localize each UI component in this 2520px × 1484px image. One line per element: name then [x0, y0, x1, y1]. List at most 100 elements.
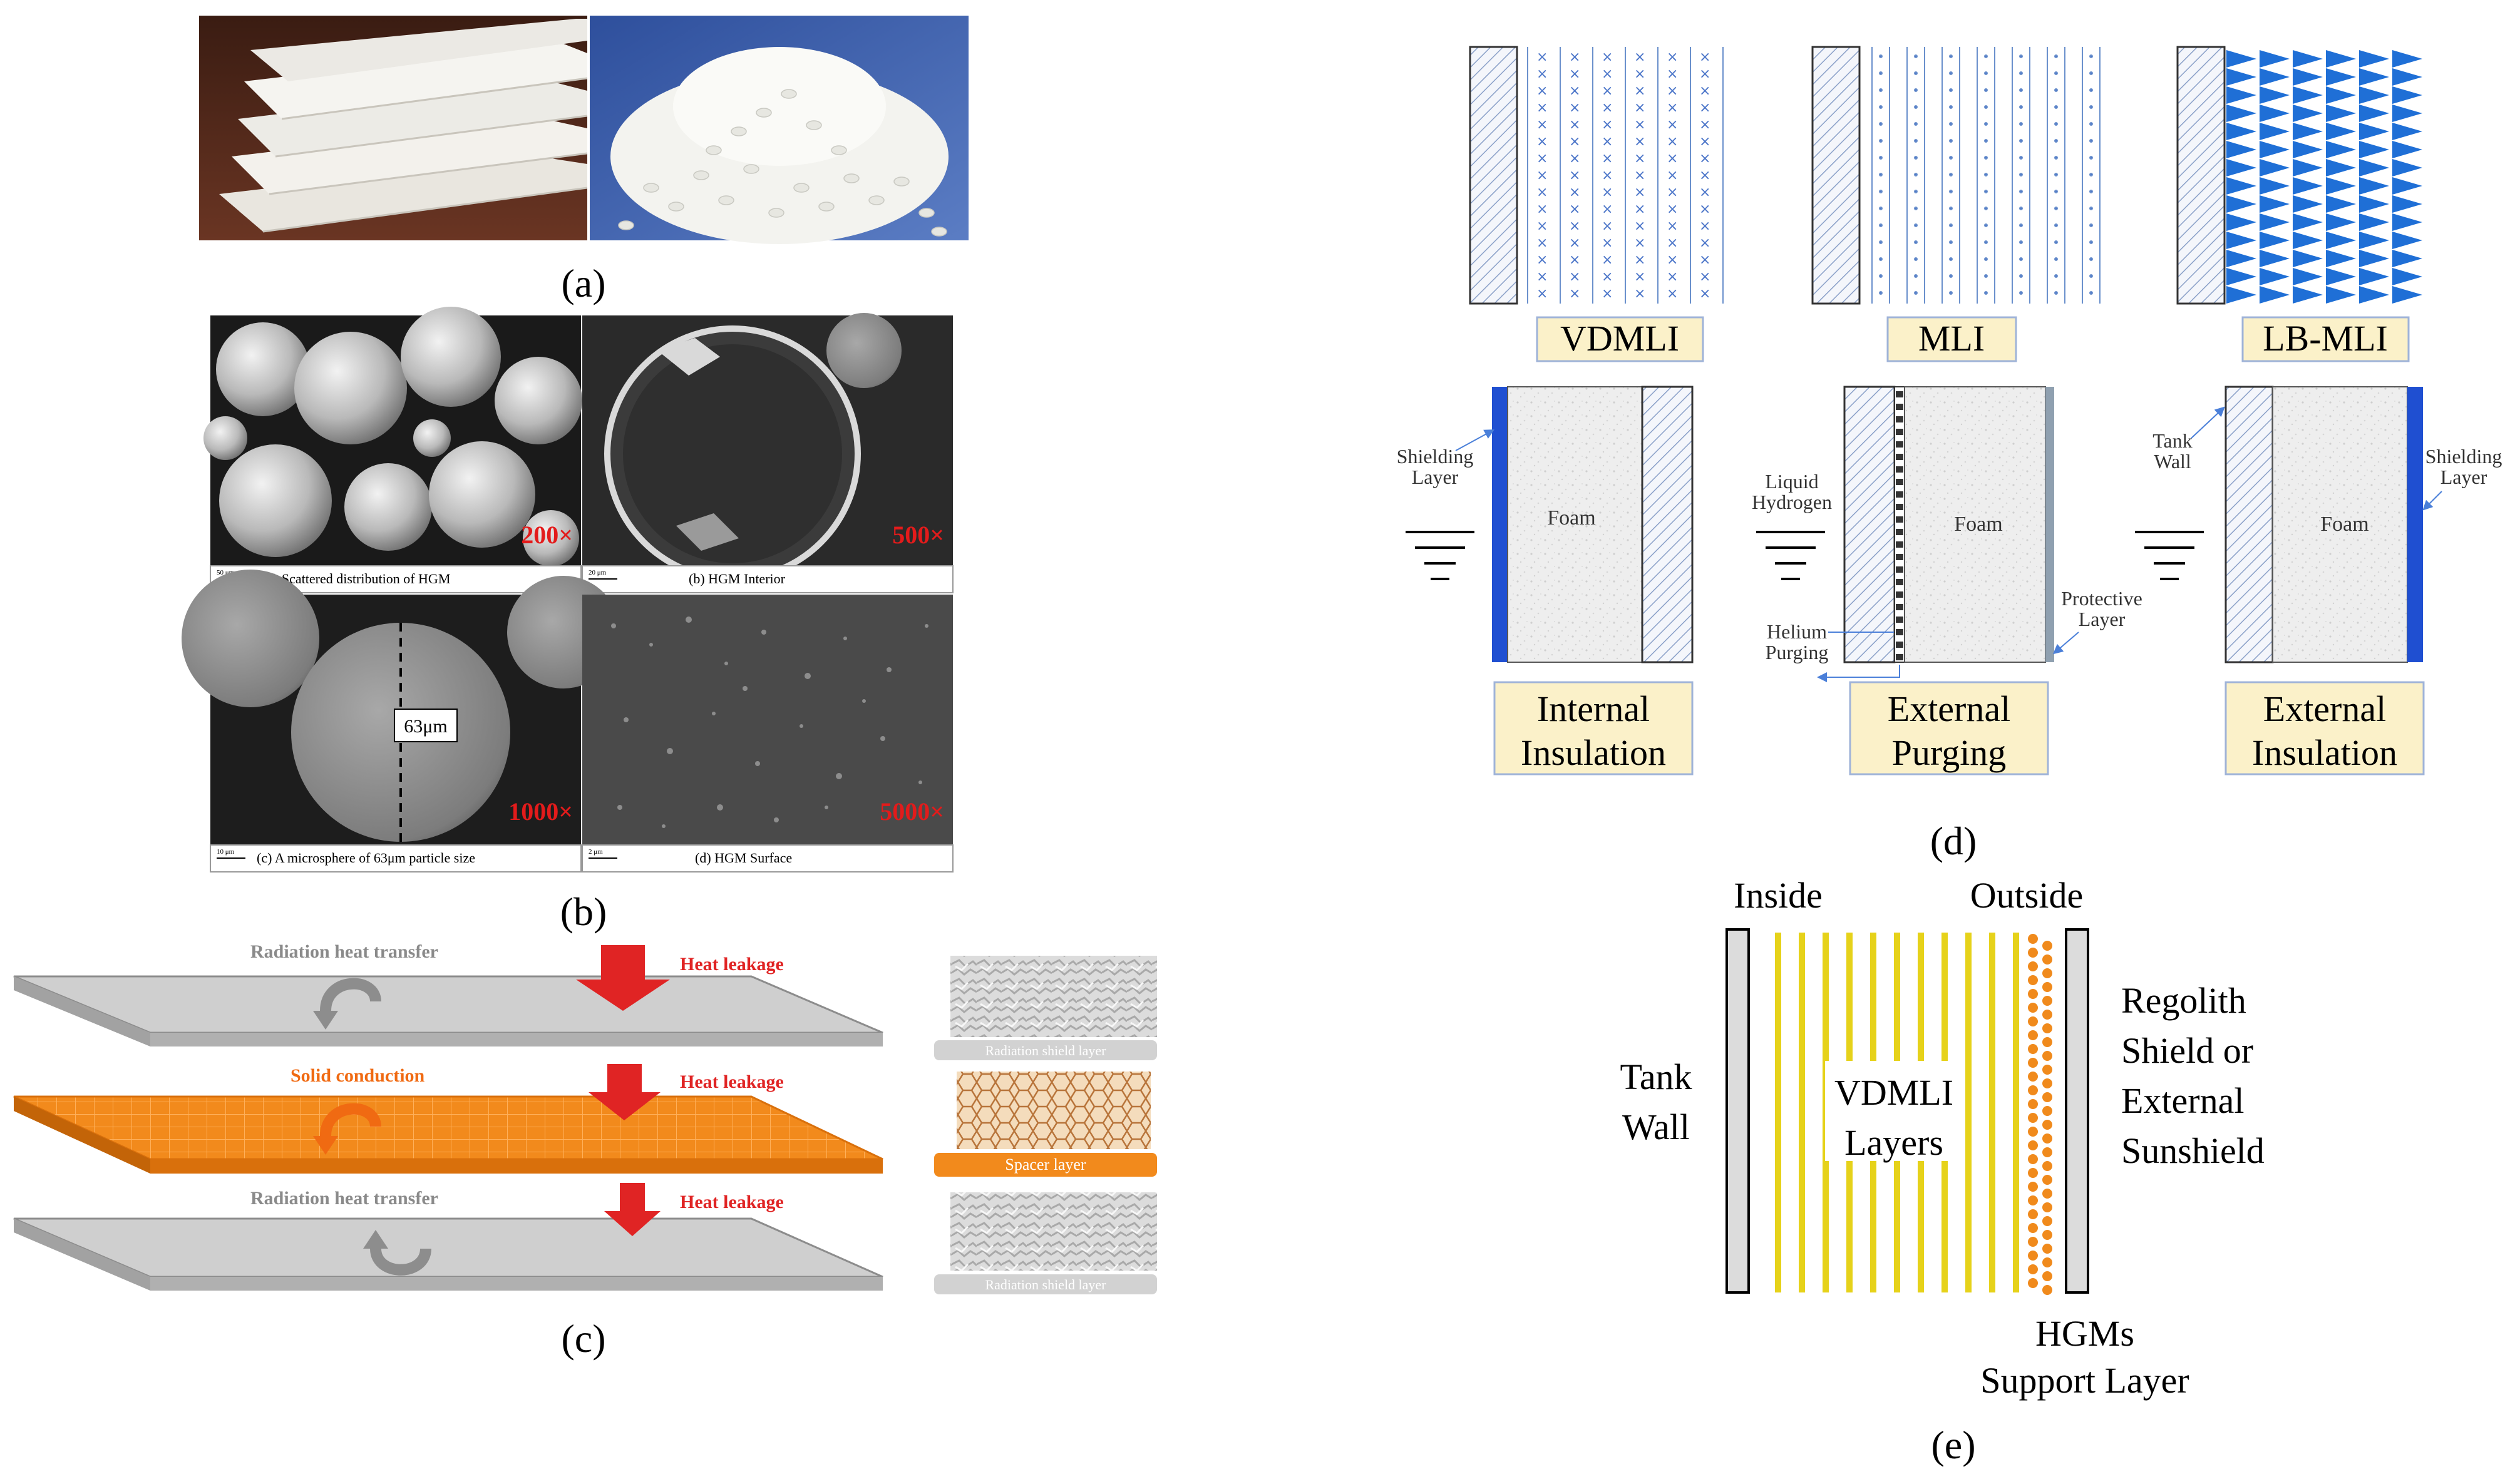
solid-conduction-label: Solid conduction — [291, 1065, 425, 1086]
spacer-x-mark: × — [1602, 151, 1613, 166]
mli-spacer-dot — [1984, 54, 1988, 58]
mli-spacer-dot — [2089, 54, 2093, 58]
mli-spacer-dot — [2054, 88, 2058, 92]
lb-mli-triangle — [2226, 68, 2256, 86]
lb-mli-triangle — [2326, 123, 2356, 140]
lb-mli-triangle — [2359, 250, 2389, 267]
outer-shield-bar — [2065, 928, 2089, 1294]
spacer-x-mark: × — [1536, 185, 1548, 200]
spacer-x-mark: × — [1634, 202, 1645, 217]
spacer-x-mark: × — [1569, 218, 1580, 234]
tank-wall-l1-e: Tank — [1620, 1057, 1692, 1097]
spacer-x-mark: × — [1634, 66, 1645, 82]
mli-spacer-dot — [1879, 54, 1883, 58]
hgm-dot — [2042, 941, 2052, 951]
hgm-dot — [2042, 1065, 2052, 1075]
hgm-dot — [2042, 1202, 2052, 1212]
spacer-x-mark: × — [1634, 83, 1645, 99]
mli-spacer-dot — [1914, 139, 1918, 143]
spacer-x-mark: × — [1536, 151, 1548, 166]
mli-spacer-dot — [2019, 71, 2023, 75]
lb-mli-triangle — [2326, 213, 2356, 231]
lb-mli-triangle — [2260, 50, 2290, 68]
purge-channel-mark — [1896, 391, 1903, 397]
hgm-dot — [2042, 1257, 2052, 1267]
lb-mli-triangle — [2226, 268, 2256, 285]
hgm-dot — [2028, 1168, 2038, 1178]
hgms-l1: HGMs — [2035, 1313, 2134, 1354]
spacer-x-mark: × — [1667, 252, 1678, 268]
mli-spacer-dot — [2089, 71, 2093, 75]
spacer-x-mark: × — [1634, 185, 1645, 200]
spacer-x-mark: × — [1634, 49, 1645, 65]
spacer-x-mark: × — [1699, 83, 1710, 99]
spacer-x-mark: × — [1569, 252, 1580, 268]
spacer-x-mark: × — [1602, 202, 1613, 217]
liquid-level-symbol-2 — [1756, 531, 1825, 580]
protective-layer-l2: Layer — [2079, 608, 2126, 630]
mli-spacer-dot — [1879, 156, 1883, 160]
lb-mli-triangle — [2293, 250, 2323, 267]
purge-channel-mark — [1896, 504, 1903, 510]
mli-spacer-dot — [2019, 207, 2023, 210]
label-box-lb-mli: LB-MLI — [2241, 316, 2410, 362]
mli-spacer-dot — [1949, 173, 1953, 177]
spacer-x-mark: × — [1667, 66, 1678, 82]
mli-spacer-dot — [1914, 291, 1918, 295]
sem-image-interior: 500× — [582, 313, 953, 582]
label-box-mli: MLI — [1886, 316, 2017, 362]
mli-spacer-dot — [1879, 207, 1883, 210]
lb-mli-triangle — [2226, 195, 2256, 213]
mli-spacer-dot — [1914, 173, 1918, 177]
spacer-x-mark: × — [1602, 185, 1613, 200]
mli-spacer-dot — [2019, 122, 2023, 126]
mli-spacer-dot — [2019, 105, 2023, 109]
lb-mli-triangle — [2226, 159, 2256, 177]
conduction-arrow — [313, 1103, 381, 1155]
spacer-x-mark: × — [1569, 134, 1580, 150]
spacer-x-mark: × — [1634, 269, 1645, 285]
spacer-x-mark: × — [1536, 218, 1548, 234]
hgm-dot — [2028, 1140, 2038, 1150]
spacer-x-mark: × — [1699, 151, 1710, 166]
lb-mli-triangle — [2359, 177, 2389, 195]
spacer-x-mark: × — [1536, 202, 1548, 217]
hgm-dot — [2042, 1216, 2052, 1226]
hgm-dot — [2042, 1244, 2052, 1254]
lb-mli-triangle — [2293, 177, 2323, 195]
liquid-level-symbol-1 — [1406, 531, 1474, 580]
spacer-x-mark: × — [1536, 66, 1548, 82]
mli-spacer-dot — [1949, 156, 1953, 160]
hgm-dot — [2028, 1058, 2038, 1068]
lb-mli-triangle — [2392, 195, 2422, 213]
spacer-x-mark: × — [1602, 168, 1613, 183]
liquid-hydrogen-l1: Liquid — [1765, 470, 1818, 493]
hgm-dot — [2042, 954, 2052, 965]
swatch-label-radiation-bottom: Radiation shield layer — [985, 1277, 1106, 1292]
mli-spacer-dot — [2089, 223, 2093, 227]
internal-insulation-diagram: Foam Shielding Layer — [1397, 386, 1694, 663]
lb-mli-triangle — [2293, 159, 2323, 177]
inside-label: Inside — [1734, 875, 1823, 916]
purge-channel-mark — [1896, 529, 1903, 535]
lb-mli-triangle — [2359, 195, 2389, 213]
lb-mli-triangle — [2226, 50, 2256, 68]
sem-image-microsphere: 63μm 1000× — [182, 570, 620, 845]
particle-size-label: 63μm — [404, 716, 447, 737]
spacer-x-mark: × — [1569, 168, 1580, 183]
spacer-x-mark: × — [1602, 117, 1613, 133]
internal-insulation-l2: Insulation — [1521, 732, 1666, 773]
spacer-x-mark: × — [1569, 100, 1580, 116]
label-mli: MLI — [1918, 318, 1985, 359]
lb-mli-triangle — [2326, 286, 2356, 304]
purge-channel-mark — [1896, 416, 1903, 422]
spacer-x-mark: × — [1602, 218, 1613, 234]
swatch-label-spacer: Spacer layer — [1005, 1155, 1086, 1174]
spacer-x-mark: × — [1699, 49, 1710, 65]
foam-boards-photo — [199, 16, 588, 240]
lb-mli-triangle — [2326, 195, 2356, 213]
mli-spacer-dot — [1879, 257, 1883, 261]
spacer-x-mark: × — [1569, 235, 1580, 251]
hgm-dot — [2028, 1209, 2038, 1219]
